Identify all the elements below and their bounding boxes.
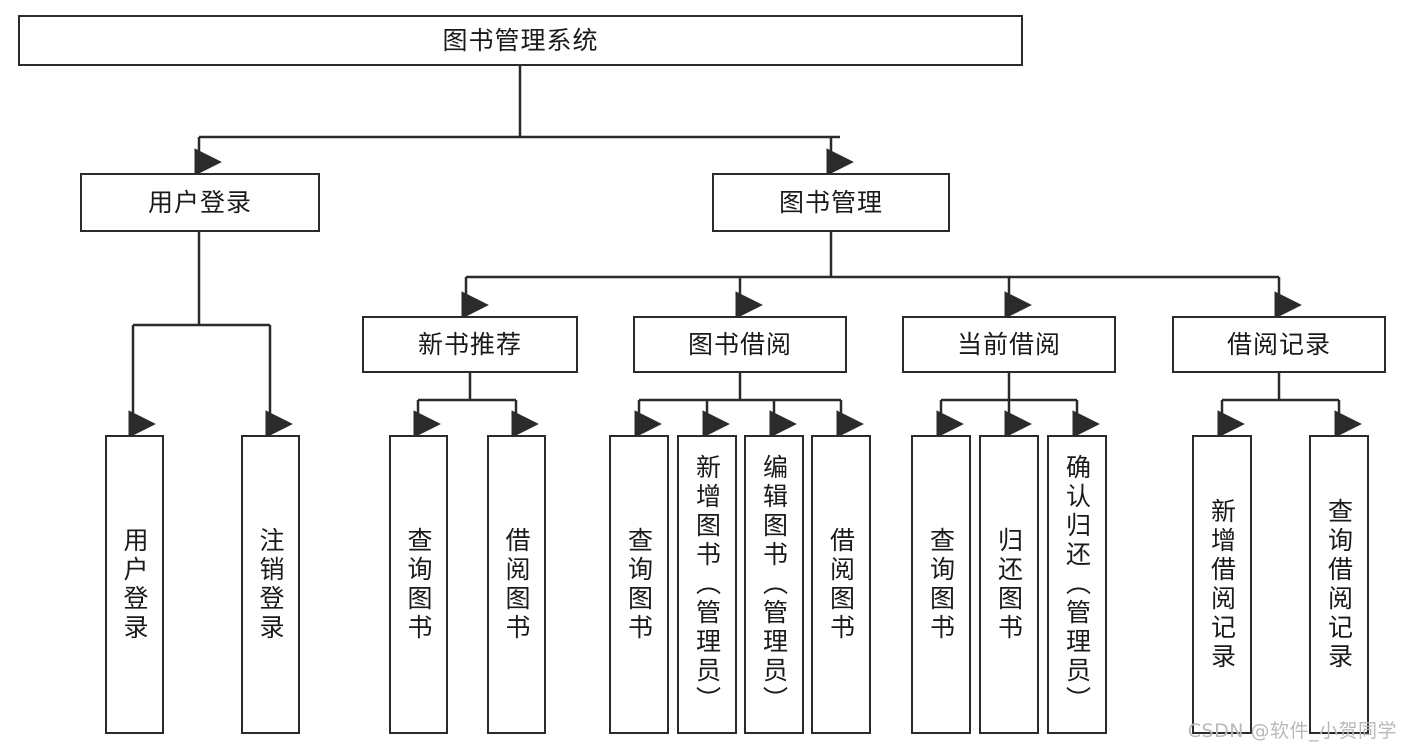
node-book-borrow[interactable]: 图书借阅 [633,316,847,373]
node-leaf-user-login[interactable]: 用户登录 [105,435,164,734]
node-leaf-edit-book-admin[interactable]: 编辑图书（管理员） [744,435,804,734]
node-leaf-add-book-admin[interactable]: 新增图书（管理员） [677,435,737,734]
node-label: 图书管理系统 [442,25,599,55]
node-label: 编辑图书（管理员） [759,454,789,715]
node-leaf-query-book-current[interactable]: 查询图书 [911,435,971,734]
node-new-book-recommend[interactable]: 新书推荐 [362,316,578,373]
node-leaf-confirm-return-admin[interactable]: 确认归还（管理员） [1047,435,1107,734]
node-leaf-logout[interactable]: 注销登录 [241,435,300,734]
node-leaf-borrow-book[interactable]: 借阅图书 [811,435,871,734]
node-label: 用户登录 [147,187,252,217]
node-current-borrow[interactable]: 当前借阅 [902,316,1116,373]
node-label: 借阅记录 [1226,329,1331,359]
node-label: 借阅图书 [826,526,856,643]
node-label: 新增借阅记录 [1207,497,1237,672]
node-leaf-query-book-borrow[interactable]: 查询图书 [609,435,669,734]
node-leaf-query-borrow-record[interactable]: 查询借阅记录 [1309,435,1369,734]
node-label: 图书借阅 [687,329,792,359]
node-label: 查询图书 [624,526,654,643]
node-label: 新增图书（管理员） [692,454,722,715]
node-label: 查询图书 [404,526,433,643]
node-leaf-query-book-recommend[interactable]: 查询图书 [389,435,448,734]
node-user-login[interactable]: 用户登录 [80,173,320,232]
node-label: 确认归还（管理员） [1062,454,1092,715]
node-label: 新书推荐 [417,329,522,359]
node-label: 归还图书 [994,526,1024,643]
node-label: 查询借阅记录 [1324,497,1354,672]
node-leaf-add-borrow-record[interactable]: 新增借阅记录 [1192,435,1252,734]
node-label: 图书管理 [778,187,883,217]
node-label: 用户登录 [120,526,149,643]
watermark-text: CSDN @软件_小贺同学 [1187,720,1397,742]
node-book-management[interactable]: 图书管理 [712,173,950,232]
node-label: 当前借阅 [956,329,1061,359]
node-root-book-management-system[interactable]: 图书管理系统 [18,15,1023,66]
node-leaf-borrow-book-recommend[interactable]: 借阅图书 [487,435,546,734]
node-leaf-return-book[interactable]: 归还图书 [979,435,1039,734]
node-label: 查询图书 [926,526,956,643]
node-label: 注销登录 [256,526,285,643]
node-borrow-record[interactable]: 借阅记录 [1172,316,1386,373]
node-label: 借阅图书 [502,526,531,643]
